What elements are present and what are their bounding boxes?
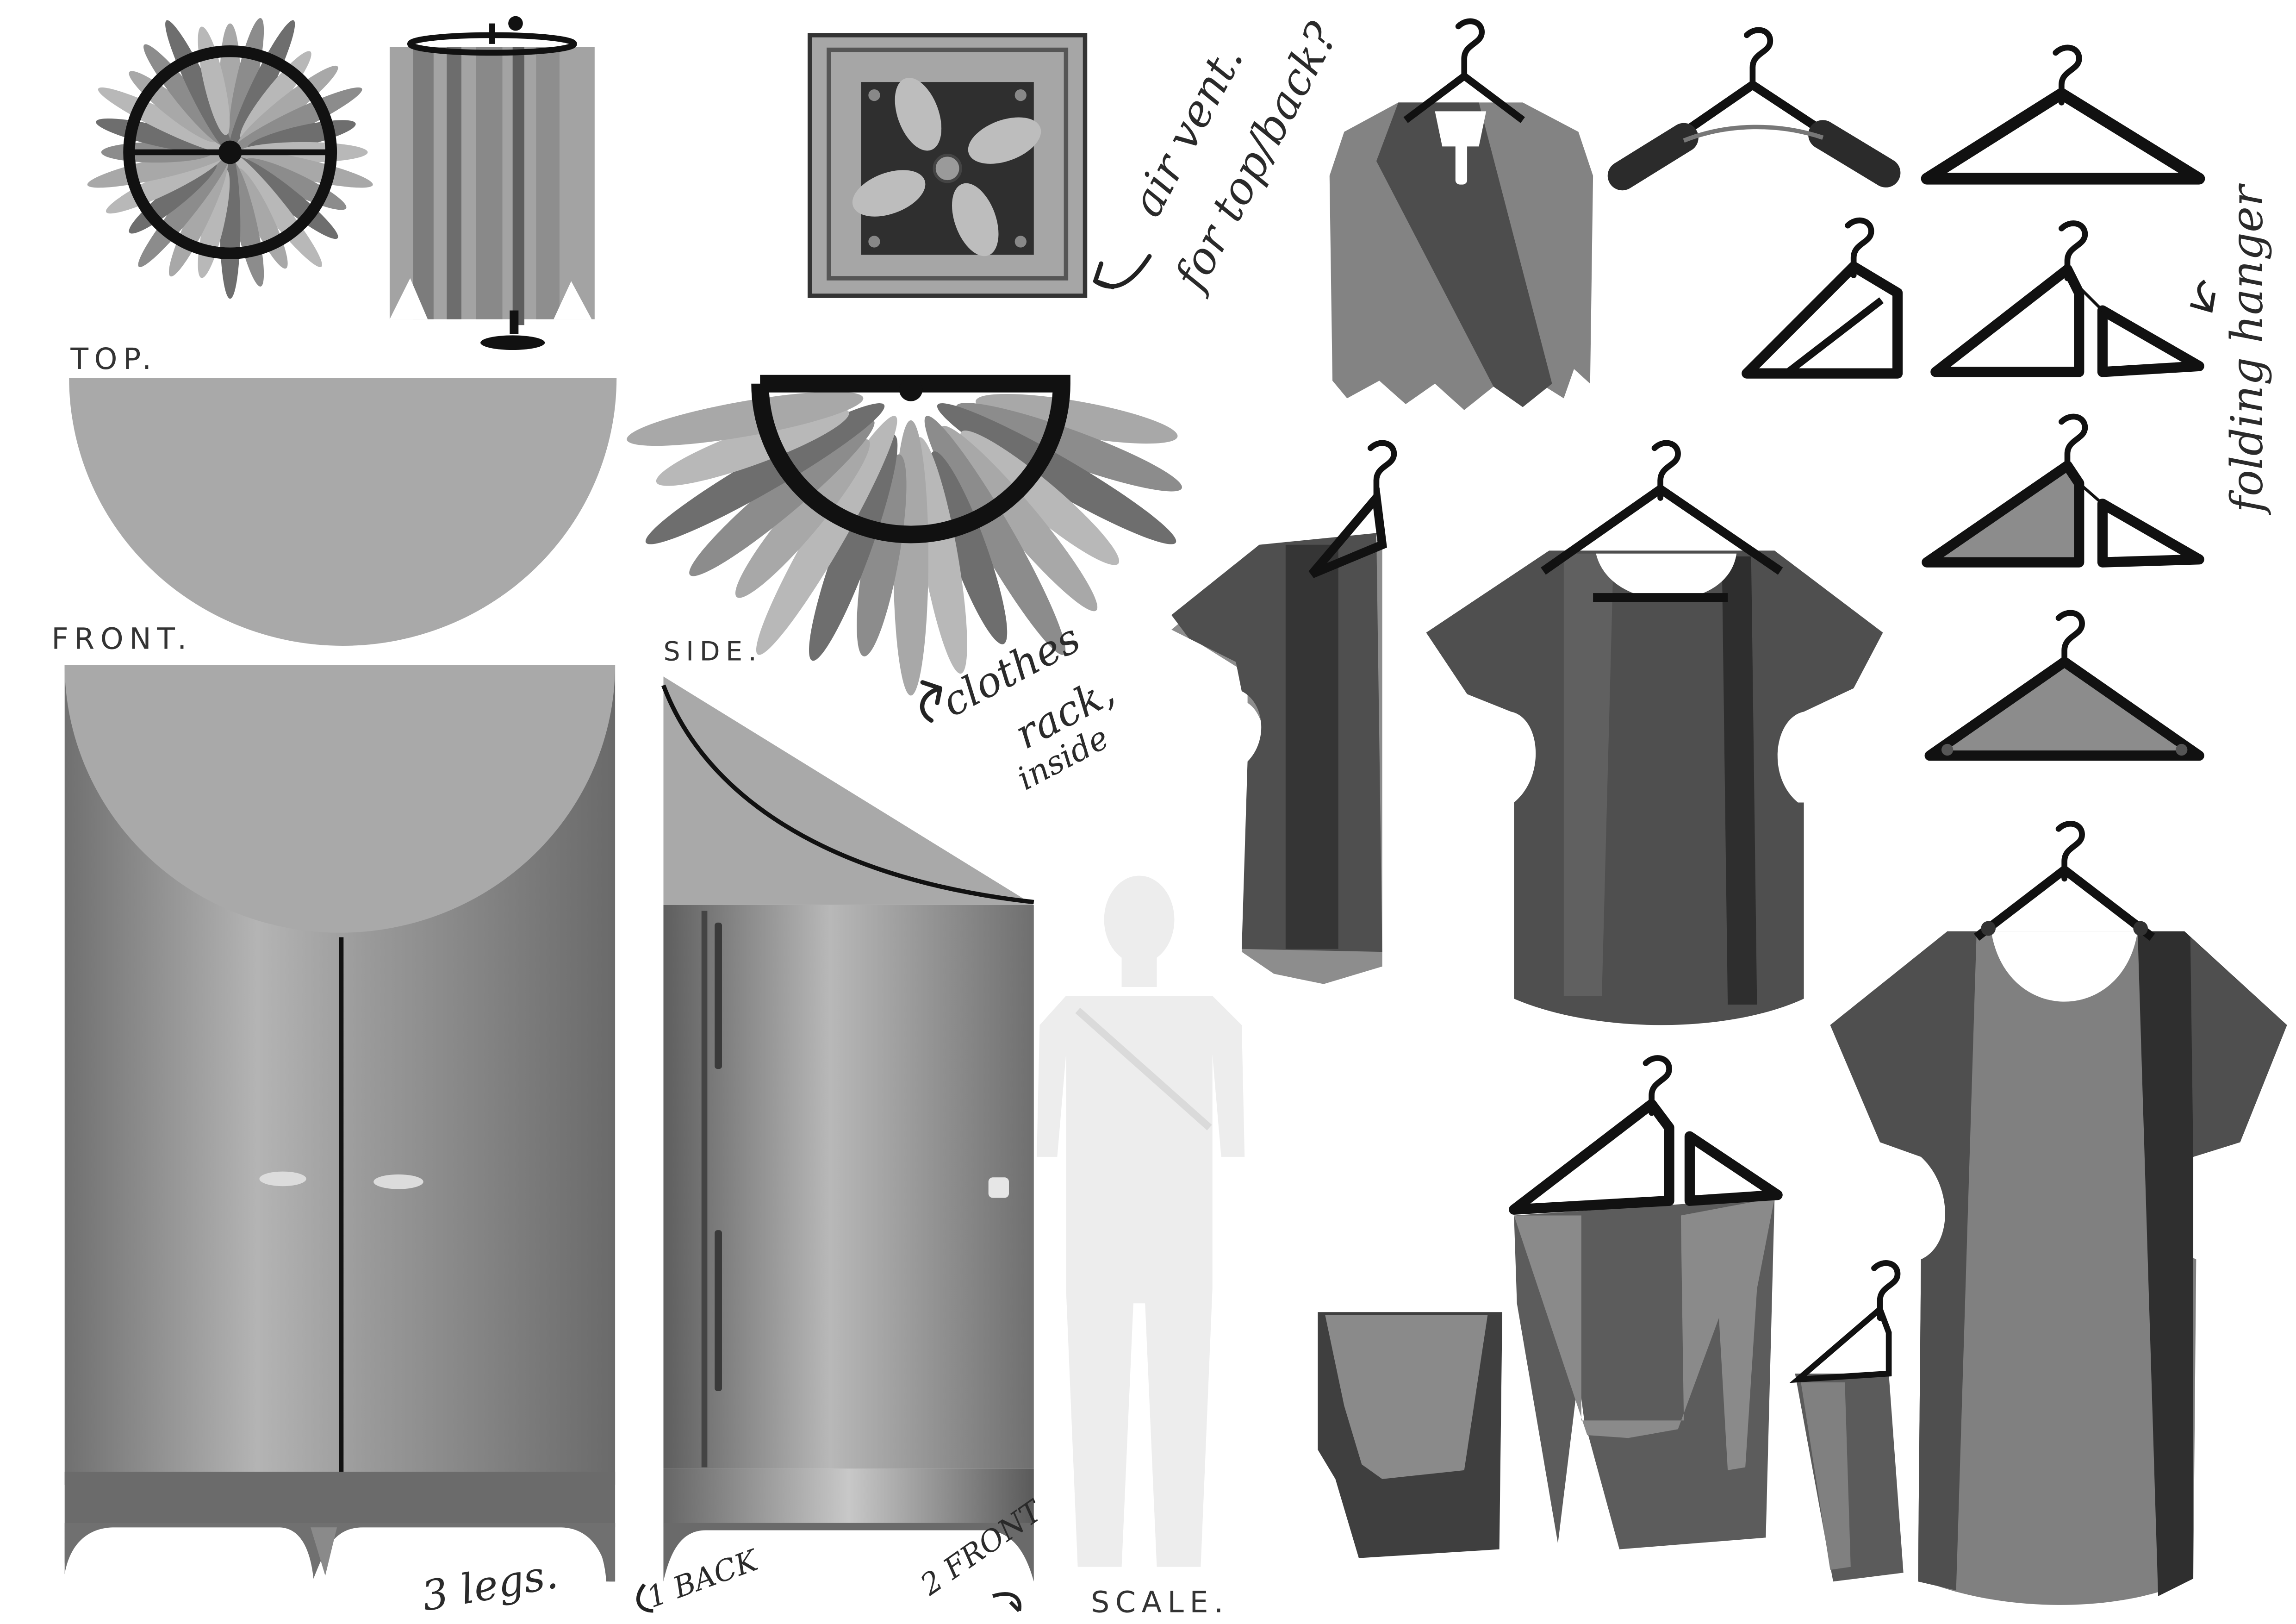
solid-hanger <box>1924 613 2204 761</box>
rack-petal <box>98 87 230 154</box>
rack-inside-petal <box>735 439 870 598</box>
shirt-with-sash <box>1329 21 1593 410</box>
rack-inside-petal <box>956 403 1182 492</box>
rack-inside-petal <box>976 394 1178 444</box>
legs-note: 3 legs. <box>418 1549 561 1620</box>
rack-inside-petal <box>756 416 897 655</box>
wardrobe-side-view <box>661 676 1034 1582</box>
wardrobe-top-view <box>69 378 617 646</box>
folding-hanger-3 <box>1922 417 2204 568</box>
vent-arrow-icon <box>1093 254 1152 289</box>
rack-inside-petal <box>809 435 898 661</box>
rack-inside-petal <box>937 403 1176 544</box>
rack-petal <box>229 152 322 268</box>
rack-top-view <box>87 18 373 299</box>
folding-hanger-1 <box>1742 220 1903 379</box>
label-side: SIDE. <box>663 637 762 667</box>
folding-hanger-note: folding hanger <box>2222 183 2273 515</box>
rack-inside-petal <box>929 451 1008 644</box>
tshirt-front-view <box>1426 443 1883 1025</box>
rack-arrow-icon <box>920 680 943 723</box>
rack-inside-petal <box>924 416 1066 655</box>
rack-petal <box>138 152 231 268</box>
label-top: TOP. <box>70 342 157 376</box>
rack-inside-petal <box>645 403 885 544</box>
rack-inside-petal <box>960 430 1120 565</box>
rack-inside-petal <box>857 454 907 656</box>
wardrobe-front-view <box>64 665 616 1582</box>
rack-inside-petal <box>656 408 849 486</box>
rack-inside-petal <box>689 419 875 576</box>
tshirt-side-view <box>1171 443 1394 984</box>
rack-petal <box>229 20 295 153</box>
label-front: FRONT. <box>51 621 193 656</box>
folding-arrow-icon <box>2190 280 2216 313</box>
folded-shorts <box>1318 1312 1502 1558</box>
rack-inside-petal <box>940 425 1098 612</box>
pants-on-mini-hanger <box>1789 1263 1904 1582</box>
trousers-on-hanger <box>1509 1058 1783 1549</box>
plain-hanger <box>1921 48 2205 185</box>
scale-human-figure <box>1037 875 1245 1567</box>
padded-hanger <box>1607 30 1901 191</box>
label-scale: SCALE. <box>1091 1585 1229 1619</box>
rack-side-view <box>389 16 595 350</box>
front-leg-arrow-icon <box>992 1592 1022 1612</box>
rack-inside-petals <box>627 392 1182 696</box>
long-dress <box>1830 824 2287 1605</box>
back-leg-arrow-icon <box>636 1583 653 1613</box>
back-leg-note: 1 BACK <box>642 1543 764 1615</box>
rack-petal <box>230 149 373 188</box>
rack-inside-view <box>627 375 1182 696</box>
rack-inside-petal <box>627 392 864 446</box>
air-vent <box>808 33 1088 298</box>
folding-hanger-2 <box>1930 223 2204 377</box>
